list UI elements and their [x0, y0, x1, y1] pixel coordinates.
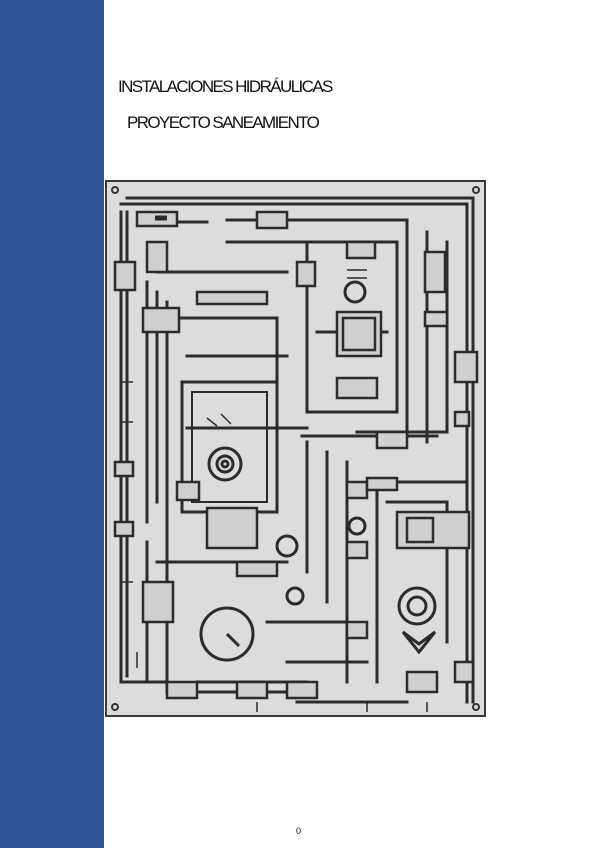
document-title: INSTALACIONES HIDRÁULICAS	[118, 77, 333, 96]
plumbing-schematic-icon	[107, 182, 484, 715]
page-number: 0	[296, 826, 302, 836]
side-color-band	[0, 0, 104, 848]
document-subtitle: PROYECTO SANEAMIENTO	[127, 113, 320, 132]
plumbing-schematic-illustration	[105, 180, 486, 717]
